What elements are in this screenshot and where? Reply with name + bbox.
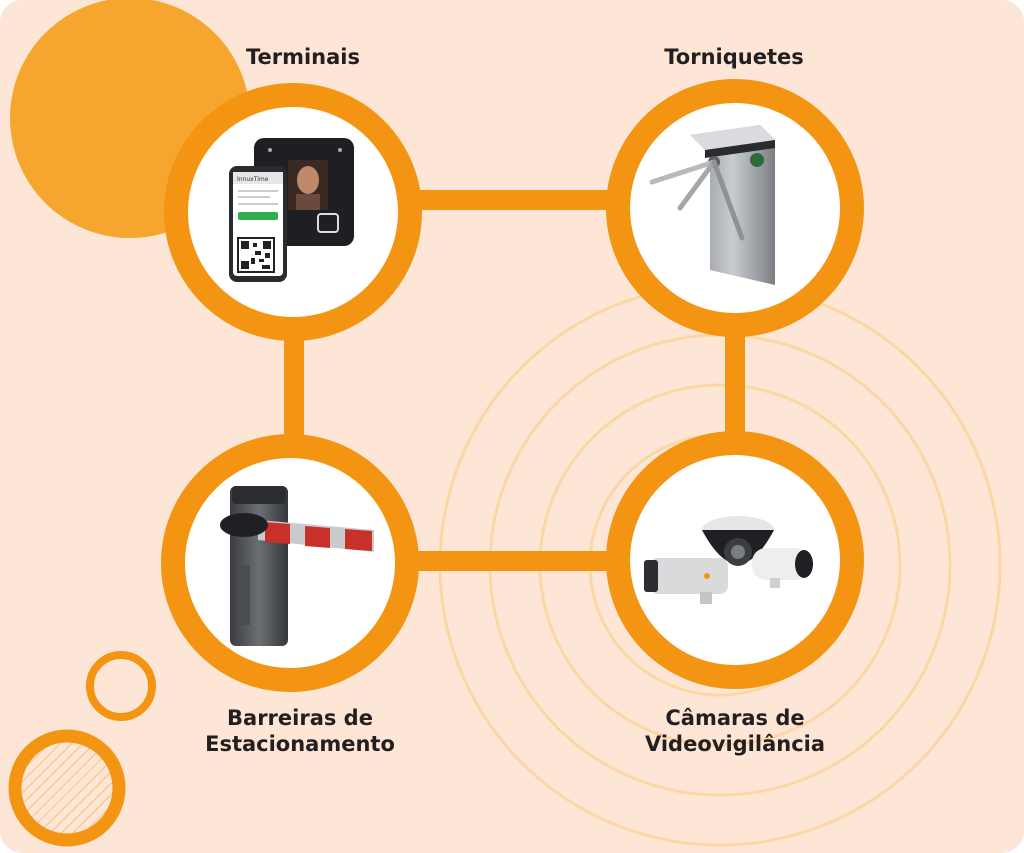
label-barreiras-line-2: Estacionamento	[205, 732, 395, 756]
label-camaras: Câmaras de Videovigilância	[615, 705, 855, 757]
turnstile-icon	[649, 125, 775, 285]
node-torniquetes[interactable]	[606, 79, 864, 337]
node-camaras[interactable]	[606, 431, 864, 689]
label-terminais-line-1: Terminais	[245, 45, 361, 69]
label-terminais: Terminais	[223, 44, 383, 70]
label-barreiras: Barreiras de Estacionamento	[180, 705, 420, 757]
label-torniquetes: Torniquetes	[634, 44, 834, 70]
phone-brand-text: InnuxTime	[237, 176, 269, 183]
label-torniquetes-line-1: Torniquetes	[664, 45, 804, 69]
label-barreiras-line-1: Barreiras de	[227, 706, 373, 730]
node-terminais[interactable]: InnuxTime	[164, 83, 422, 341]
decor-small-ring	[86, 651, 156, 721]
connector-lines	[284, 190, 745, 571]
node-barreiras[interactable]	[161, 434, 419, 692]
cctv-camera-icon	[644, 516, 813, 604]
parking-barrier-icon	[220, 486, 374, 646]
label-camaras-line-2: Videovigilância	[644, 732, 826, 756]
terminal-device-icon: InnuxTime	[229, 138, 354, 282]
decor-hatched-ring	[8, 729, 126, 847]
label-camaras-line-1: Câmaras de	[665, 706, 805, 730]
